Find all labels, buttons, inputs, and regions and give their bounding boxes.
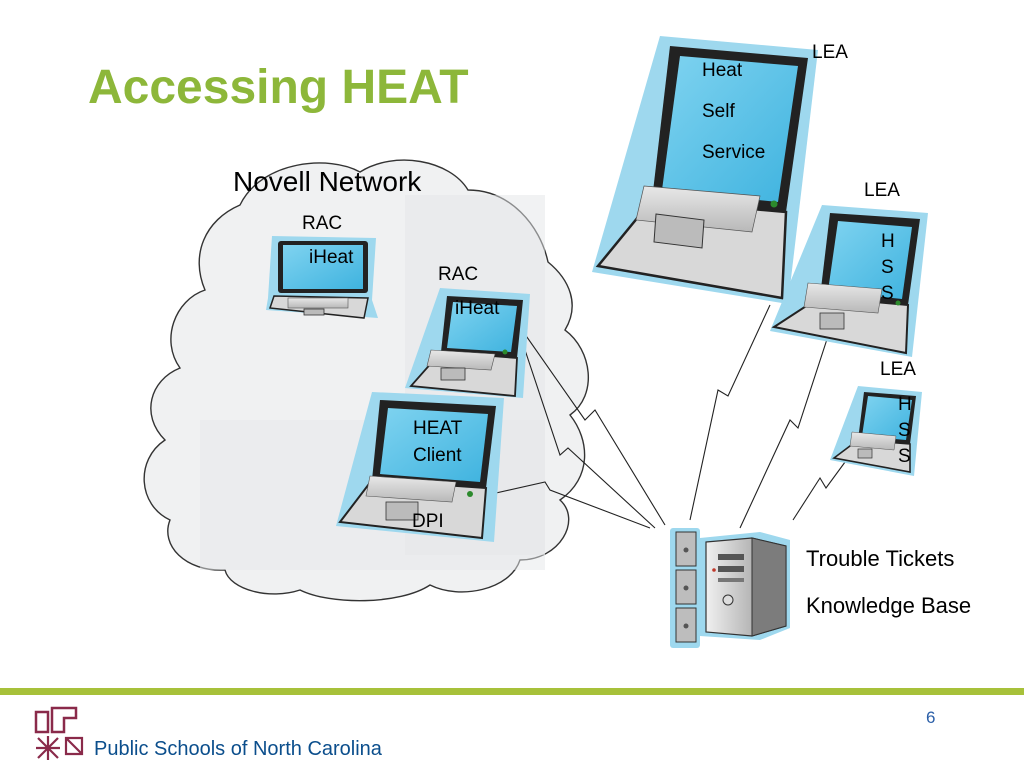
- laptop-rac-2-role: RAC: [438, 264, 479, 285]
- laptop-client-role: DPI: [412, 511, 444, 532]
- laptop-lea-2: [770, 205, 928, 357]
- laptop-lea-main-screen-line2: Self: [702, 101, 735, 122]
- dpi-logo: [32, 704, 88, 760]
- laptop-lea-3-screen-s1: S: [898, 420, 911, 441]
- laptop-rac-1-role: RAC: [302, 213, 343, 234]
- laptop-lea-2-screen-h: H: [881, 231, 895, 252]
- laptop-lea-3: [830, 386, 922, 476]
- page-number: 6: [926, 708, 936, 727]
- laptop-rac-1-screen-text: iHeat: [309, 247, 354, 268]
- laptop-lea-3-screen-s2: S: [898, 446, 911, 467]
- laptop-lea-2-role: LEA: [864, 180, 900, 201]
- laptop-lea-main: [592, 36, 818, 304]
- laptop-client-screen-line2: Client: [413, 445, 462, 466]
- slide-title: Accessing HEAT: [88, 61, 469, 114]
- laptop-lea-main-screen-line3: Service: [702, 142, 766, 163]
- laptop-rac-2-screen-text: iHeat: [455, 298, 500, 319]
- laptop-lea-3-role: LEA: [880, 359, 916, 380]
- laptop-lea-2-screen-s1: S: [881, 257, 894, 278]
- laptop-rac-2: [405, 288, 530, 398]
- footer-accent-bar: [0, 688, 1024, 695]
- server-label-line2: Knowledge Base: [806, 593, 972, 618]
- laptop-lea-main-screen-line1: Heat: [702, 60, 743, 81]
- laptop-client-screen-line1: HEAT: [413, 418, 463, 439]
- server: [670, 528, 790, 648]
- laptop-lea-2-screen-s2: S: [881, 283, 894, 304]
- network-label: Novell Network: [233, 166, 422, 197]
- laptop-rac-1: [266, 236, 378, 319]
- laptop-lea-main-role: LEA: [812, 42, 848, 63]
- connection-lines: [464, 304, 849, 529]
- footer-organization: Public Schools of North Carolina: [94, 738, 382, 760]
- laptop-heat-client: [336, 392, 504, 542]
- server-label-line1: Trouble Tickets: [806, 546, 955, 571]
- laptop-lea-3-screen-h: H: [898, 394, 912, 415]
